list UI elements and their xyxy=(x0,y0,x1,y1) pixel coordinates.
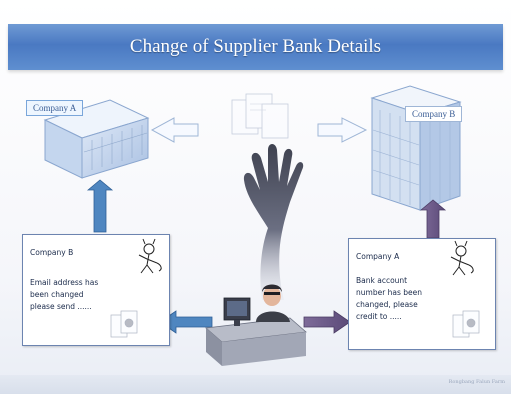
arrow-docs-to-company-a xyxy=(150,117,199,143)
title-bar: Change of Supplier Bank Details xyxy=(8,24,503,70)
right-note-line: number has been xyxy=(356,288,423,297)
left-note-line: please send ...... xyxy=(30,302,92,311)
right-note-line: Bank account xyxy=(356,276,408,285)
fraudster-at-computer-icon xyxy=(205,284,307,366)
watermark: Rongbang Falun Farm xyxy=(448,379,505,385)
right-note-art xyxy=(450,240,480,338)
left-note-body: Email address has been changed please se… xyxy=(30,277,130,313)
right-bank-note: Company A Bank account number has been c… xyxy=(348,238,496,350)
arrow-up-to-company-a xyxy=(86,179,114,233)
company-a-tag: Company A xyxy=(26,100,84,116)
right-note-line: changed, please xyxy=(356,300,418,309)
company-b-building xyxy=(370,85,462,211)
left-note-heading: Company B xyxy=(30,248,74,257)
left-note-art xyxy=(110,238,162,338)
fraudster-hand-icon xyxy=(243,144,304,300)
footer-band xyxy=(0,375,511,394)
devil-icon xyxy=(138,238,162,274)
company-a-building xyxy=(43,99,150,179)
skull-documents-icon xyxy=(452,310,480,338)
company-b-tag: Company B xyxy=(405,106,463,122)
documents-icon xyxy=(231,93,289,139)
left-note-line: Email address has xyxy=(30,278,99,287)
arrow-person-to-left-note xyxy=(159,310,213,334)
right-note-heading: Company A xyxy=(356,252,400,261)
arrow-docs-to-company-b xyxy=(317,117,368,143)
right-note-line: credit to ..... xyxy=(356,312,402,321)
arrow-up-to-company-b xyxy=(419,199,447,239)
devil-icon xyxy=(450,240,474,276)
right-note-body: Bank account number has been changed, pl… xyxy=(356,275,456,323)
skull-documents-icon xyxy=(110,310,138,338)
left-note-line: been changed xyxy=(30,290,84,299)
arrow-person-to-right-note xyxy=(303,310,351,334)
slide-title: Change of Supplier Bank Details xyxy=(129,36,382,57)
left-email-note: Company B Email address has been changed… xyxy=(22,234,170,346)
